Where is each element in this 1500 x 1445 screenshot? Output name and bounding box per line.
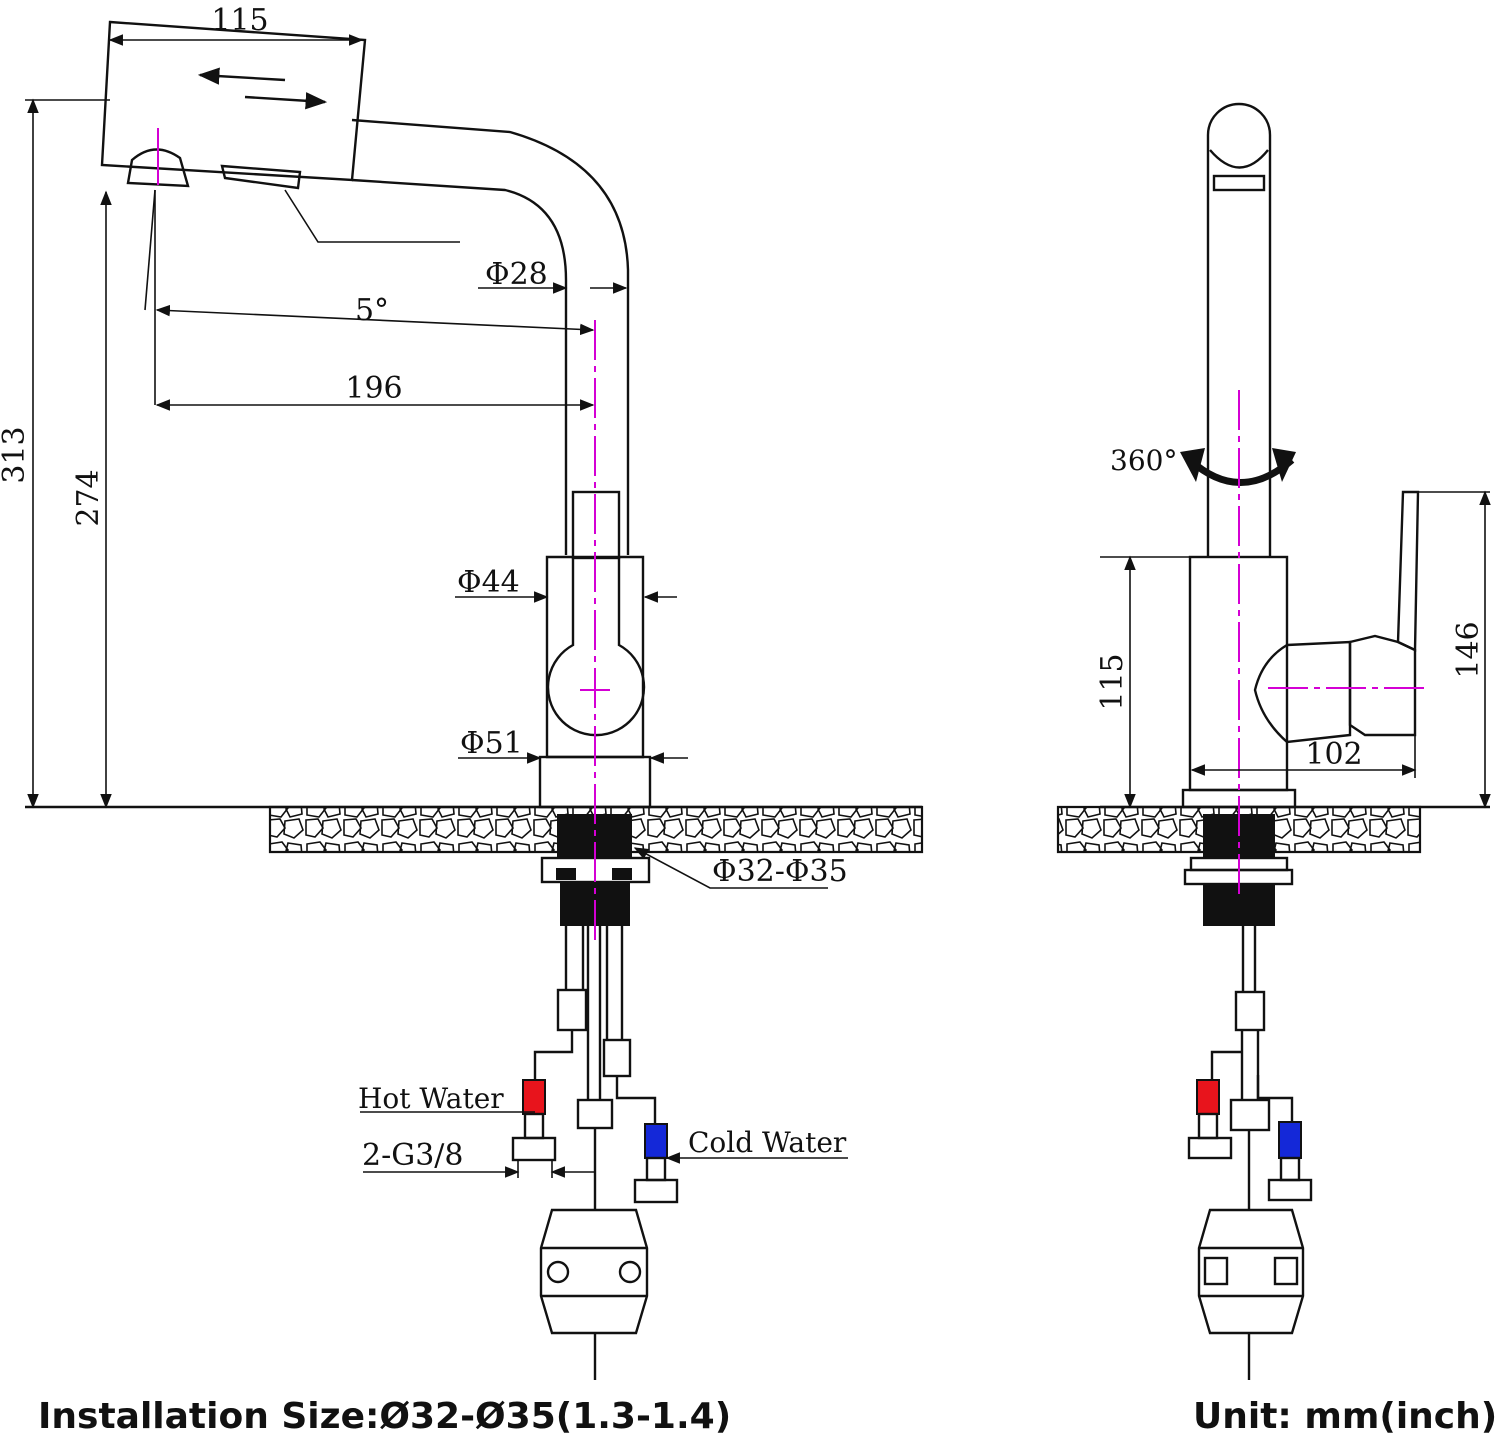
side-weight-clip-right [1273, 1256, 1299, 1286]
front-view: 115 313 274 5° 196 Φ28 Φ44 Φ51 Φ32-Φ35 H… [0, 3, 924, 1380]
spray-button [220, 164, 302, 190]
dim-reach: 196 [345, 371, 402, 406]
rotation-arrow-left [1180, 448, 1205, 482]
unit-caption: Unit: mm(inch) [1193, 1396, 1498, 1437]
cold-valve-stem [645, 1156, 667, 1182]
cold-hose [605, 926, 624, 1040]
cold-water-indicator [644, 1123, 668, 1159]
spout-inner [351, 178, 568, 555]
side-hose [1241, 926, 1257, 992]
dim-body-diameter: Φ44 [457, 565, 520, 600]
side-hose-fitting [1229, 1098, 1271, 1132]
spray-head [100, 20, 367, 182]
ext-angle [144, 189, 156, 311]
dim-spout-diameter: Φ28 [485, 257, 548, 292]
side-cold-stem [1279, 1156, 1301, 1182]
push-arrow [244, 92, 328, 110]
pull-hose-fitting [576, 1098, 614, 1130]
spout-top-cap [1206, 102, 1272, 155]
cold-hose-connector [602, 1038, 632, 1078]
hot-water-indicator [522, 1079, 546, 1115]
pull-hose [586, 926, 602, 1100]
hot-hose-connector [556, 988, 588, 1032]
side-hose-weight [1197, 1208, 1305, 1335]
side-hose-lower [1240, 1030, 1260, 1100]
pull-arrow [197, 67, 286, 85]
dim-hole-size: Φ32-Φ35 [712, 854, 848, 889]
side-handle-hub [1253, 640, 1352, 744]
weight-screw-right [618, 1260, 642, 1284]
side-hot-stem [1197, 1112, 1219, 1140]
side-hot-run [1210, 1050, 1242, 1080]
rotation-arrow-right [1272, 448, 1296, 482]
dim-line-angle [155, 304, 595, 336]
spout-outer [351, 118, 630, 555]
hot-hose-run [533, 1030, 574, 1100]
dim-rotation: 360° [1110, 444, 1177, 477]
dim-body-height: 115 [1095, 653, 1130, 710]
side-cold-indicator [1278, 1121, 1302, 1159]
dim-base-diameter: Φ51 [460, 726, 523, 761]
side-view: 360° 115 146 102 [1056, 102, 1491, 1380]
hose-weight [539, 1208, 649, 1335]
hot-water-label: Hot Water [358, 1082, 504, 1115]
cold-water-label: Cold Water [688, 1126, 847, 1159]
washer-tab-right [612, 868, 632, 880]
hot-valve-nut [511, 1136, 557, 1162]
dim-leader-hole [633, 847, 828, 889]
dim-thread: 2-G3/8 [362, 1138, 463, 1173]
side-hot-nut [1187, 1136, 1233, 1160]
hot-hose [564, 926, 585, 990]
side-weight-clip-left [1203, 1256, 1229, 1286]
dim-spout-length: 115 [211, 3, 268, 38]
spout-top-nozzle [1212, 174, 1266, 192]
washer-tab-left [556, 868, 576, 880]
side-cold-nut [1267, 1178, 1313, 1202]
dim-outlet-height: 274 [71, 469, 106, 526]
cold-valve-nut [633, 1178, 679, 1204]
spout-top-curve [1209, 149, 1269, 169]
side-hot-indicator [1196, 1079, 1220, 1115]
button-leader [284, 189, 460, 243]
hot-valve-stem [523, 1112, 545, 1140]
side-hose-connector [1234, 990, 1266, 1032]
dim-total-height: 313 [0, 426, 32, 483]
side-handle-body [1348, 634, 1417, 737]
dim-handle-depth: 102 [1305, 737, 1362, 772]
installation-size-caption: Installation Size:Ø32-Ø35(1.3-1.4) [38, 1396, 732, 1437]
dim-angle: 5° [355, 293, 389, 328]
dim-handle-height: 146 [1451, 621, 1486, 678]
cold-hose-run [615, 1076, 657, 1128]
side-handle-lever [1396, 490, 1420, 652]
side-cold-run [1256, 1075, 1294, 1122]
weight-screw-left [546, 1260, 570, 1284]
